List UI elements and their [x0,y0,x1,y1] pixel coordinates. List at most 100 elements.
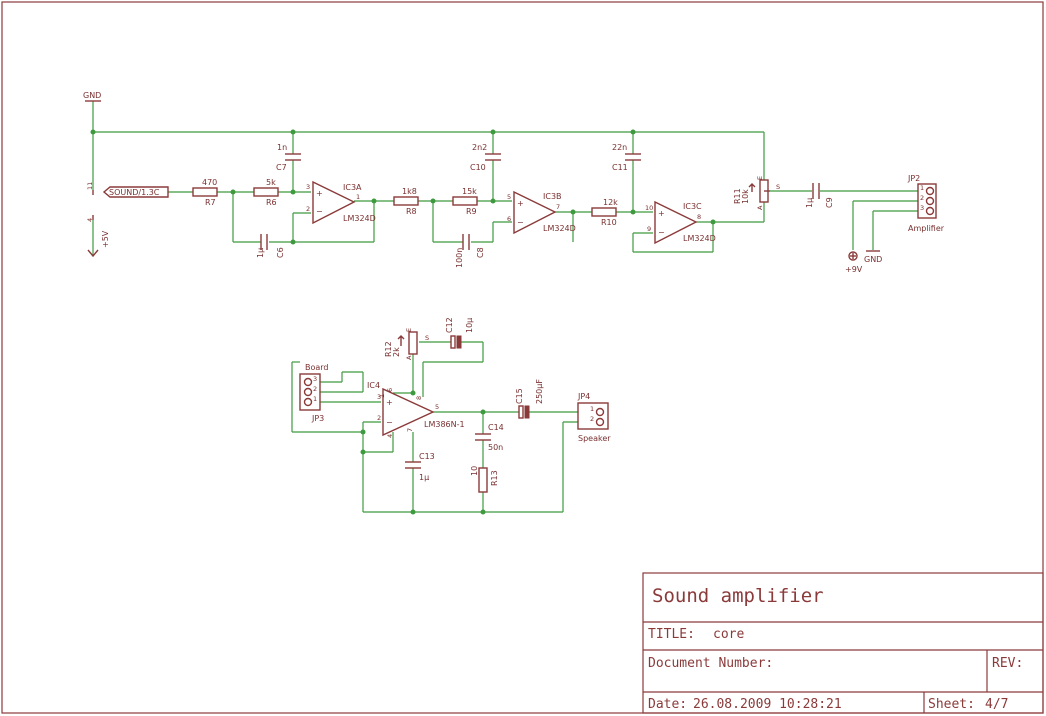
c13-capacitor: C13 1µ [405,452,435,482]
r11-potentiometer: R11 10k S E A [733,176,780,210]
svg-text:R8: R8 [406,207,417,216]
svg-text:1µ: 1µ [256,248,265,258]
r10-resistor: 12k R10 [591,198,618,227]
r12-potentiometer: R12 2k S E A [384,328,429,360]
svg-text:A: A [405,355,413,360]
svg-text:GND: GND [864,255,882,264]
svg-text:C10: C10 [470,163,486,172]
r13-resistor: 10 R13 [470,466,499,493]
svg-text:R12: R12 [384,341,393,357]
svg-text:50n: 50n [488,443,503,452]
svg-text:IC3B: IC3B [543,192,562,201]
svg-text:3: 3 [313,375,317,383]
svg-text:4: 4 [386,434,394,438]
svg-text:100n: 100n [455,248,464,268]
svg-text:1n: 1n [277,143,287,152]
svg-text:−: − [386,418,393,427]
gnd-top-symbol: GND [83,91,101,102]
c11-capacitor: 22n C11 [612,143,641,172]
svg-text:C7: C7 [276,163,287,172]
svg-text:C14: C14 [488,423,504,432]
svg-text:IC3A: IC3A [343,183,362,192]
svg-text:6: 6 [507,215,511,223]
svg-text:2k: 2k [392,347,401,357]
svg-text:S: S [425,334,429,342]
svg-text:JP4: JP4 [577,392,590,401]
c7-capacitor: 1n C7 [276,143,301,172]
svg-text:C6: C6 [276,247,285,258]
title-label: TITLE: [648,627,695,642]
svg-text:10µ: 10µ [465,318,474,333]
svg-text:5k: 5k [266,178,276,187]
c14-capacitor: C14 50n [475,423,504,452]
title-value: core [713,627,744,642]
svg-text:SOUND/1.3C: SOUND/1.3C [109,188,160,197]
svg-text:−: − [658,228,665,237]
c6-capacitor: 1µ C6 [256,234,285,258]
sheet-label: Sheet: [928,697,975,712]
svg-text:250µF: 250µF [535,379,544,404]
jp3-connector: 3 2 1 Board JP3 [299,363,329,423]
svg-text:22n: 22n [612,143,627,152]
plus5v-symbol: +5V [87,230,110,258]
svg-text:C11: C11 [612,163,628,172]
c10-capacitor: 2n2 C10 [470,143,501,172]
svg-text:1: 1 [356,193,360,201]
svg-text:2: 2 [306,205,310,213]
svg-text:C8: C8 [476,247,485,258]
ic3b-opamp: + − 5 6 7 IC3B LM324D [507,190,576,235]
svg-text:LM324D: LM324D [343,214,376,223]
svg-text:R7: R7 [205,198,216,207]
svg-text:−: − [517,218,524,227]
svg-text:JP3: JP3 [311,414,324,423]
svg-text:8: 8 [415,396,423,400]
sound-input-port: SOUND/1.3C [102,186,169,198]
ic3-power-pins: 11 4 [86,182,94,222]
svg-text:LM386N-1: LM386N-1 [424,420,465,429]
svg-text:4: 4 [86,218,94,222]
svg-text:6: 6 [386,388,394,392]
svg-text:2: 2 [920,194,924,202]
ic4-amplifier: + − 3 2 5 6 4 8 1 7 IC4 LM386N-1 [367,381,465,438]
svg-text:C15: C15 [515,388,524,404]
svg-text:+: + [386,398,393,407]
svg-text:LM324D: LM324D [683,234,716,243]
svg-text:3: 3 [306,183,310,191]
svg-text:Amplifier: Amplifier [908,224,945,233]
svg-text:1: 1 [313,395,317,403]
svg-text:2n2: 2n2 [472,143,487,152]
svg-text:1: 1 [378,394,386,398]
svg-text:A: A [756,205,764,210]
svg-text:3: 3 [920,204,924,212]
c9-capacitor: 1µ C9 [805,183,834,208]
svg-text:IC4: IC4 [367,381,380,390]
r7-resistor: 470 R7 [192,178,218,207]
svg-text:12k: 12k [603,198,618,207]
jp4-connector: 1 2 JP4 Speaker [577,392,611,443]
svg-text:1µ: 1µ [805,198,814,208]
svg-text:3: 3 [377,393,381,401]
svg-text:5: 5 [507,193,511,201]
svg-text:2: 2 [590,415,594,423]
svg-text:10: 10 [470,466,479,476]
svg-text:+: + [658,209,665,218]
svg-text:2: 2 [377,414,381,422]
svg-text:7: 7 [556,203,560,211]
svg-text:R10: R10 [601,218,617,227]
plus9v-symbol: +9V [845,251,863,274]
svg-text:470: 470 [202,178,217,187]
title-block: Sound amplifier TITLE: core Document Num… [642,572,1044,714]
svg-text:R6: R6 [266,198,277,207]
date-label: Date: [648,697,687,712]
svg-text:Speaker: Speaker [578,434,611,443]
c15-capacitor: C15 250µF [515,379,544,419]
svg-text:Board: Board [305,363,329,372]
document-number-label: Document Number: [648,656,773,671]
svg-text:11: 11 [86,182,94,190]
r6-resistor: 5k R6 [253,178,279,207]
revision-label: REV: [992,656,1023,671]
svg-text:R11: R11 [733,188,742,204]
date-value: 26.08.2009 10:28:21 [693,697,842,712]
